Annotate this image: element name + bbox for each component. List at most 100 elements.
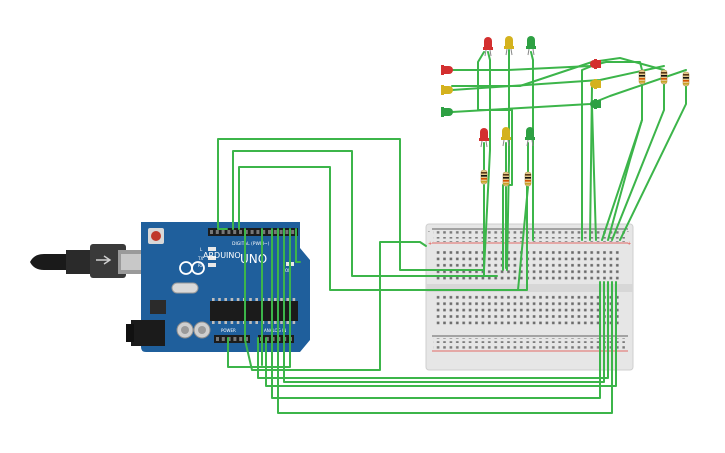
brand-label: ARDUINO	[203, 251, 241, 260]
top-rail-positive[interactable]	[433, 237, 625, 242]
wire-pin6	[277, 228, 613, 414]
wire-er4	[607, 119, 643, 241]
wire-pin10	[244, 228, 427, 371]
led-west-green[interactable]	[441, 107, 453, 117]
atmega-chip	[210, 301, 298, 321]
center-channel	[426, 284, 633, 292]
arduino-uno-board[interactable]: L TX RX ON DIGITAL (PWM~) ARDUINO UNO PO…	[126, 222, 310, 352]
wire-er3	[619, 85, 687, 241]
svg-text:+: +	[627, 241, 631, 247]
usb-cable[interactable]	[30, 244, 146, 278]
header-pin[interactable]	[227, 230, 231, 234]
led-south-green[interactable]	[525, 127, 535, 147]
rx-label: RX	[198, 263, 204, 268]
resistor[interactable]	[524, 171, 532, 187]
led-south-yellow[interactable]	[501, 127, 511, 147]
resistor[interactable]	[682, 71, 690, 87]
resistor[interactable]	[660, 69, 668, 85]
header-pin[interactable]	[262, 230, 266, 234]
header-pin[interactable]	[244, 230, 248, 234]
wire-north-green	[530, 51, 534, 241]
resistor[interactable]	[638, 69, 646, 85]
digital-label: DIGITAL (PWM~)	[232, 241, 270, 247]
power-header[interactable]	[214, 335, 250, 343]
reset-button-cap[interactable]	[151, 231, 161, 241]
header-pin[interactable]	[221, 230, 225, 234]
header-pin[interactable]	[271, 337, 275, 341]
wire-pin3	[295, 228, 301, 263]
led-west-red[interactable]	[441, 65, 453, 75]
bottom-rail-negative[interactable]	[433, 338, 625, 343]
leds[interactable]	[441, 36, 601, 148]
voltage-regulator	[150, 300, 166, 314]
tx-led	[208, 256, 216, 260]
top-rail-negative[interactable]	[433, 231, 625, 236]
led-south-red[interactable]	[479, 128, 489, 148]
crystal-oscillator	[171, 282, 199, 294]
usb-icon	[96, 255, 112, 265]
power-label: POWER	[221, 328, 236, 333]
bottom-rail-positive[interactable]	[433, 344, 625, 349]
wire-north-red	[483, 51, 491, 271]
header-pin[interactable]	[233, 230, 237, 234]
wire-east-green	[591, 105, 597, 241]
tx-label: TX	[197, 256, 203, 261]
l-led	[208, 247, 216, 251]
svg-text:+: +	[428, 241, 432, 247]
resistor[interactable]	[502, 171, 510, 187]
breadboard[interactable]: - + - +	[425, 223, 634, 371]
header-pin[interactable]	[256, 230, 260, 234]
header-pin[interactable]	[239, 230, 242, 234]
dc-power-jack[interactable]	[131, 320, 165, 346]
led-east-yellow[interactable]	[590, 79, 601, 89]
wire-west-red	[451, 61, 643, 71]
header-pin[interactable]	[221, 337, 225, 341]
analog-label: ANALOG IN	[264, 328, 286, 333]
l-label: L	[200, 247, 203, 252]
svg-text:-: -	[627, 229, 629, 235]
header-pin[interactable]	[268, 230, 271, 234]
wire-gnd	[265, 281, 617, 387]
wire-pin11	[238, 166, 528, 291]
analog-header[interactable]	[258, 335, 294, 343]
header-pin[interactable]	[227, 337, 231, 341]
wire-pin12	[232, 150, 498, 277]
header-pin[interactable]	[273, 230, 277, 234]
wire-pin13	[217, 138, 485, 271]
wire-er2	[611, 83, 665, 241]
on-label: ON	[285, 268, 291, 273]
resistors[interactable]	[480, 69, 690, 187]
header-pin[interactable]	[291, 230, 295, 234]
wire-east-red	[581, 65, 593, 241]
header-pin[interactable]	[279, 230, 283, 234]
wire-analog	[257, 281, 609, 379]
wire-pin5	[283, 228, 605, 383]
wire-r3	[517, 186, 529, 291]
header-pin[interactable]	[245, 337, 248, 341]
led-east-green[interactable]	[590, 99, 601, 109]
svg-text:-: -	[428, 229, 430, 235]
rx-led	[208, 263, 216, 267]
terminal-strip-bottom[interactable]	[436, 294, 622, 327]
led-north-green[interactable]	[526, 36, 536, 56]
led-north-red[interactable]	[483, 37, 493, 57]
terminal-strip-top[interactable]	[436, 249, 622, 282]
header-pin[interactable]	[250, 230, 254, 234]
header-pin[interactable]	[215, 230, 219, 234]
header-pin[interactable]	[216, 337, 219, 341]
model-label: UNO	[240, 252, 267, 266]
wire-west-green	[451, 69, 687, 113]
resistor[interactable]	[480, 169, 488, 185]
header-pin[interactable]	[239, 337, 243, 341]
header-pin[interactable]	[285, 230, 289, 234]
header-pin[interactable]	[233, 337, 237, 341]
wire-pin7	[271, 228, 601, 399]
header-pin[interactable]	[210, 230, 213, 234]
led-west-yellow[interactable]	[441, 85, 453, 95]
led-north-yellow[interactable]	[504, 36, 514, 56]
arduino-logo: ARDUINO	[179, 251, 241, 275]
led-east-red[interactable]	[590, 59, 601, 69]
header-pin[interactable]	[265, 337, 269, 341]
